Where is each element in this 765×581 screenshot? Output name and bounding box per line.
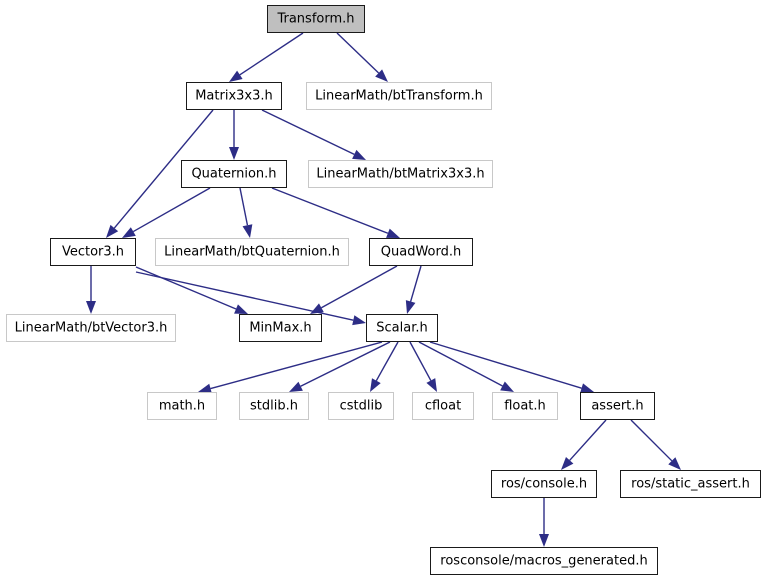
graph-node-label: MinMax.h xyxy=(249,320,312,335)
edge-arrowhead-matrix3x3-to-btMatrix3x3 xyxy=(352,149,366,160)
graph-node-label: Quaternion.h xyxy=(191,166,277,181)
graph-node-label: assert.h xyxy=(591,398,644,413)
edge-arrowhead-assert-to-rosconsole xyxy=(561,456,574,470)
graph-node-label: LinearMath/btQuaternion.h xyxy=(164,244,340,259)
edge-line-vector3-to-scalar xyxy=(135,271,354,321)
edge-line-transform-to-matrix3x3 xyxy=(239,32,304,76)
graph-node-float[interactable]: float.h xyxy=(492,392,558,420)
edge-line-assert-to-rosstaticassert xyxy=(630,419,673,462)
graph-node-vector3[interactable]: Vector3.h xyxy=(50,238,136,266)
edge-line-quadword-to-minmax xyxy=(321,265,398,309)
graph-node-btTransform[interactable]: LinearMath/btTransform.h xyxy=(306,82,492,110)
graph-node-label: cstdlib xyxy=(339,398,383,413)
graph-node-btMatrix3x3[interactable]: LinearMath/btMatrix3x3.h xyxy=(308,160,493,188)
graph-node-math[interactable]: math.h xyxy=(147,392,217,420)
edge-line-scalar-to-float xyxy=(418,341,503,387)
graph-node-btVector3[interactable]: LinearMath/btVector3.h xyxy=(6,314,176,342)
edge-arrowhead-rosconsole-to-macrosgenerated xyxy=(539,534,549,547)
graph-node-matrix3x3[interactable]: Matrix3x3.h xyxy=(186,82,282,110)
edge-line-scalar-to-stdlib xyxy=(300,341,391,387)
edge-arrowhead-transform-to-matrix3x3 xyxy=(229,70,243,82)
edge-arrowhead-vector3-to-btVector3 xyxy=(86,301,96,314)
edge-line-assert-to-rosconsole xyxy=(569,419,607,461)
edge-line-quaternion-to-btQuaternion xyxy=(239,187,249,226)
graph-node-label: Vector3.h xyxy=(61,244,125,259)
edge-arrowhead-quadword-to-scalar xyxy=(405,300,416,314)
edge-arrowhead-quaternion-to-vector3 xyxy=(122,227,136,238)
graph-node-minmax[interactable]: MinMax.h xyxy=(239,314,322,342)
graph-node-label: Scalar.h xyxy=(376,320,428,335)
edge-line-quaternion-to-vector3 xyxy=(132,187,211,233)
graph-node-label: stdlib.h xyxy=(250,398,298,413)
edge-line-scalar-to-cstdlib xyxy=(375,341,399,381)
edge-arrowhead-scalar-to-cstdlib xyxy=(370,378,381,392)
edge-arrowhead-assert-to-rosstaticassert xyxy=(668,457,681,470)
graph-node-quaternion[interactable]: Quaternion.h xyxy=(181,160,287,188)
graph-node-rosconsole[interactable]: ros/console.h xyxy=(491,470,597,498)
graph-node-cfloat[interactable]: cfloat xyxy=(412,392,474,420)
edge-arrowhead-scalar-to-cfloat xyxy=(426,378,437,392)
edge-arrowhead-vector3-to-scalar xyxy=(352,315,366,326)
edge-line-matrix3x3-to-btMatrix3x3 xyxy=(261,109,355,155)
edge-arrowhead-quaternion-to-quadword xyxy=(386,228,400,238)
edge-arrowhead-scalar-to-float xyxy=(500,381,514,392)
graph-node-stdlib[interactable]: stdlib.h xyxy=(239,392,309,420)
edge-line-quadword-to-scalar xyxy=(409,265,422,302)
graph-node-label: Matrix3x3.h xyxy=(195,88,273,103)
graph-node-label: rosconsole/macros_generated.h xyxy=(440,553,648,568)
graph-node-btQuaternion[interactable]: LinearMath/btQuaternion.h xyxy=(155,238,349,266)
edge-line-scalar-to-assert xyxy=(429,341,582,389)
edge-arrowhead-quaternion-to-btQuaternion xyxy=(242,224,253,238)
edge-line-vector3-to-minmax xyxy=(135,266,237,310)
graph-node-label: QuadWord.h xyxy=(380,244,462,259)
graph-node-scalar[interactable]: Scalar.h xyxy=(366,314,438,342)
graph-node-label: Transform.h xyxy=(277,11,355,26)
edge-arrowhead-vector3-to-minmax xyxy=(234,304,248,314)
graph-node-macrosgenerated[interactable]: rosconsole/macros_generated.h xyxy=(430,547,658,575)
graph-node-label: float.h xyxy=(504,398,546,413)
graph-node-label: LinearMath/btVector3.h xyxy=(14,320,168,335)
edge-line-scalar-to-cfloat xyxy=(409,341,432,381)
graph-node-label: ros/static_assert.h xyxy=(631,476,750,491)
graph-node-quadword[interactable]: QuadWord.h xyxy=(369,238,473,266)
edge-arrowhead-transform-to-btTransform xyxy=(375,69,388,82)
graph-node-rosstaticassert[interactable]: ros/static_assert.h xyxy=(620,470,761,498)
graph-node-transform[interactable]: Transform.h xyxy=(267,5,365,33)
edge-arrowhead-scalar-to-stdlib xyxy=(289,381,303,392)
edge-arrowhead-matrix3x3-to-quaternion xyxy=(229,147,239,160)
graph-node-label: cfloat xyxy=(424,398,462,413)
graph-node-cstdlib[interactable]: cstdlib xyxy=(328,392,394,420)
edge-line-scalar-to-math xyxy=(210,341,383,390)
edge-arrowhead-matrix3x3-to-vector3 xyxy=(106,224,119,238)
graph-node-label: math.h xyxy=(158,398,206,413)
graph-node-label: LinearMath/btTransform.h xyxy=(315,88,483,103)
graph-node-label: ros/console.h xyxy=(500,476,588,491)
edge-line-quaternion-to-quadword xyxy=(271,187,389,234)
edge-line-transform-to-btTransform xyxy=(336,32,380,74)
graph-node-label: LinearMath/btMatrix3x3.h xyxy=(316,166,485,181)
graph-node-assert[interactable]: assert.h xyxy=(580,392,655,420)
edge-arrowhead-quadword-to-minmax xyxy=(310,303,324,314)
